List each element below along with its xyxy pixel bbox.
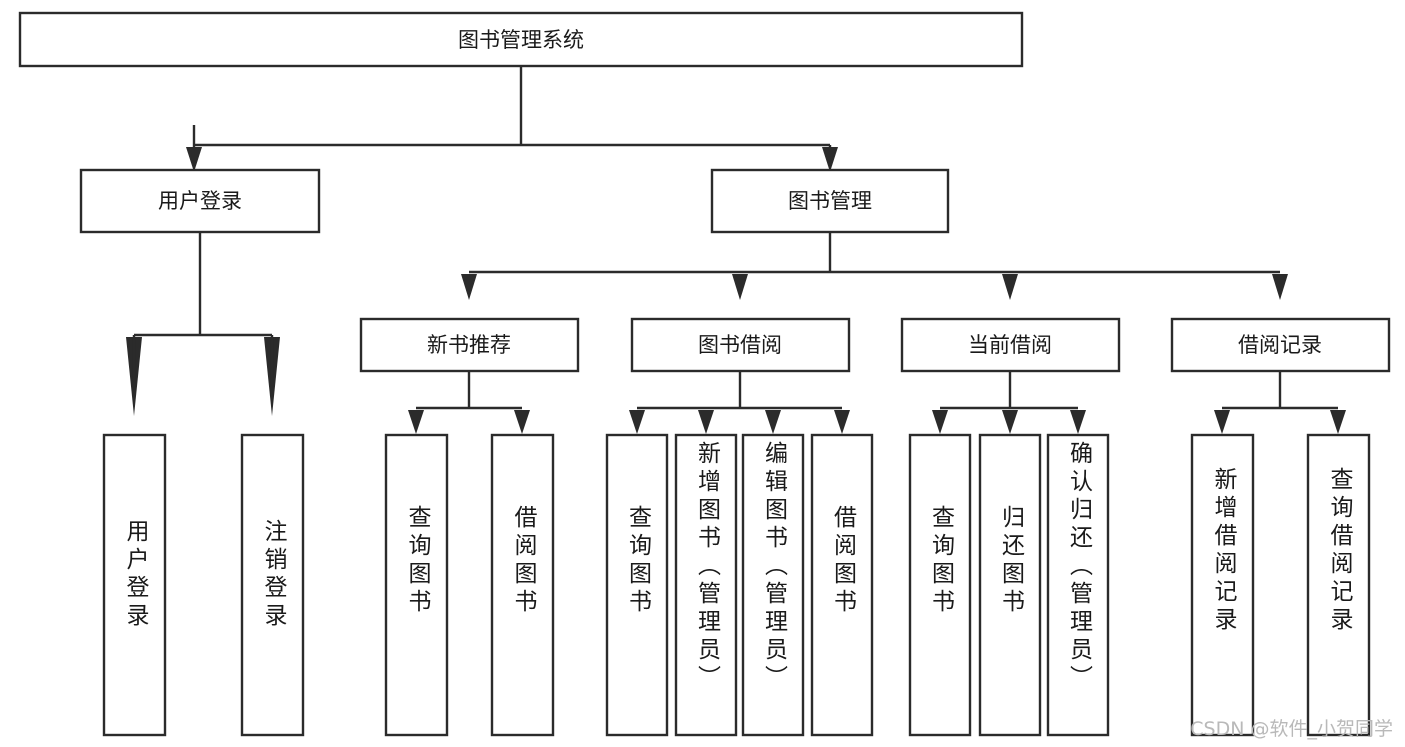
node-leaf-query-book-2-box[interactable] [605,433,669,737]
node-user-login-label: 用户登录 [158,189,242,213]
connector-group-book-borrow [629,371,850,434]
node-book-management[interactable]: 图书管理 [710,168,950,234]
arrow-to-leaf-add-book [698,410,714,434]
node-book-borrow[interactable]: 图书借阅 [630,317,851,373]
node-leaf-add-book-box[interactable] [674,433,738,737]
node-new-book-recommend-box[interactable] [359,317,580,373]
node-current-borrow-box[interactable] [900,317,1121,373]
node-book-management-label: 图书管理 [788,189,872,213]
arrow-to-leaf-borrow-book-2 [834,410,850,434]
node-root[interactable]: 图书管理系统 [18,11,1024,68]
node-book-borrow-box[interactable] [630,317,851,373]
node-leaf-return-book-box[interactable] [978,433,1042,737]
node-leaf-query-book-1-box[interactable] [384,433,449,737]
arrow-to-new-book-recommend [461,274,477,300]
node-book-borrow-label: 图书借阅 [698,333,782,357]
arrow-root-to-book-management [822,147,838,172]
connector-group-new-book-recommend [408,371,530,434]
node-leaf-user-logout-box[interactable] [240,433,305,737]
node-borrow-record-label: 借阅记录 [1238,333,1322,357]
node-current-borrow[interactable]: 当前借阅 [900,317,1121,373]
arrow-to-leaf-borrow-book-1 [514,410,530,434]
connector-group-current-borrow [932,371,1086,434]
node-leaf-confirm-return-box[interactable] [1046,433,1110,737]
arrow-to-leaf-query-record [1330,410,1346,434]
arrow-to-leaf-query-book-2 [629,410,645,434]
arrow-to-leaf-confirm-return [1070,410,1086,434]
node-root-label: 图书管理系统 [458,28,584,52]
arrow-to-leaf-edit-book [765,410,781,434]
node-leaf-query-book-3-box[interactable] [908,433,972,737]
node-leaf-user-login-box[interactable] [102,433,167,737]
node-leaf-query-record-box[interactable] [1306,433,1371,737]
node-new-book-recommend[interactable]: 新书推荐 [359,317,580,373]
node-current-borrow-label: 当前借阅 [968,333,1052,357]
connector-group-user-login [126,232,280,416]
arrow-to-leaf-add-record [1214,410,1230,434]
arrow-to-leaf-return-book [1002,410,1018,434]
node-borrow-record-box[interactable] [1170,317,1391,373]
node-user-login-box[interactable] [79,168,321,234]
connector-group-borrow-record [1214,371,1346,434]
arrow-to-current-borrow [1002,274,1018,300]
node-borrow-record[interactable]: 借阅记录 [1170,317,1391,373]
node-leaf-borrow-book-1-box[interactable] [490,433,555,737]
node-book-management-box[interactable] [710,168,950,234]
arrow-to-leaf-query-book-3 [932,410,948,434]
arrow-to-leaf-query-book-1 [408,410,424,434]
node-root-box[interactable] [18,11,1024,68]
node-leaf-add-record-box[interactable] [1190,433,1255,737]
arrow-to-borrow-record [1272,274,1288,300]
arrow-root-to-user-login [186,147,202,172]
connector-group-book-management [461,232,1288,300]
connector-group-root [186,66,838,172]
node-user-login[interactable]: 用户登录 [79,168,321,234]
arrow-to-book-borrow [732,274,748,300]
node-leaf-borrow-book-2-box[interactable] [810,433,874,737]
node-leaf-edit-book-box[interactable] [741,433,805,737]
node-new-book-recommend-label: 新书推荐 [427,333,511,357]
